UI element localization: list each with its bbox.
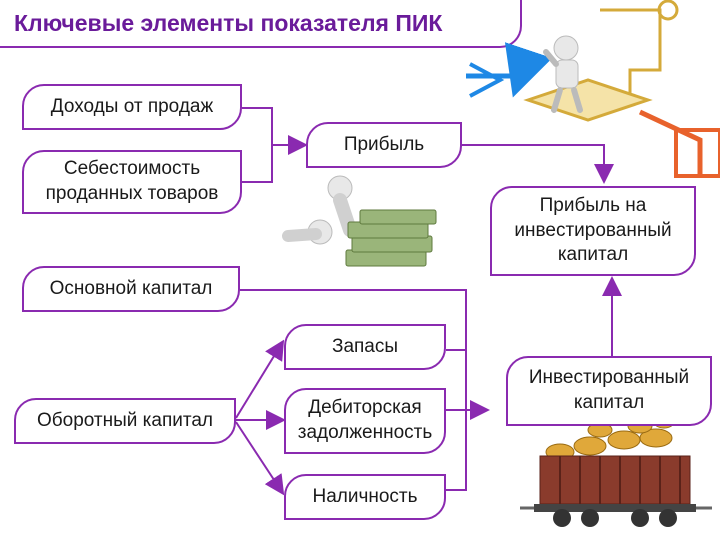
- receivables-label-line2: задолженность: [297, 422, 433, 443]
- invested-capital-box: Инвестированный капитал: [506, 356, 712, 426]
- cash-box: Наличность: [284, 474, 446, 520]
- inventory-label: Запасы: [331, 335, 399, 357]
- revenue-label: Доходы от продаж: [50, 95, 214, 117]
- working-capital-label: Оборотный капитал: [36, 409, 214, 431]
- roi-label-line2: инвестированный: [514, 219, 672, 241]
- invested-label-line1: Инвестированный: [528, 367, 690, 389]
- profit-label: Прибыль: [343, 133, 425, 155]
- cogs-label-line1: Себестоимость: [63, 158, 201, 180]
- people-money-illustration: [282, 175, 437, 267]
- working-capital-fan: [235, 339, 286, 496]
- receivables-label-line1: Дебиторская: [308, 397, 422, 419]
- title-banner: Ключевые элементы показателя ПИК: [0, 0, 522, 48]
- roi-box: Прибыль на инвестированный капитал: [490, 186, 696, 276]
- working-capital-box: Оборотный капитал: [14, 398, 236, 444]
- coin-wagon-illustration: [520, 415, 712, 527]
- receivables-box: Дебиторская задолженность: [284, 388, 446, 454]
- roi-label-line1: Прибыль на: [539, 194, 647, 216]
- roi-label-line3: капитал: [557, 244, 629, 266]
- cogs-label-line2: проданных товаров: [45, 183, 219, 204]
- fixed-capital-label: Основной капитал: [49, 277, 213, 299]
- cogs-box: Себестоимость проданных товаров: [22, 150, 242, 214]
- capital-bracket: [240, 289, 490, 491]
- revenue-box: Доходы от продаж: [22, 84, 242, 130]
- cash-label: Наличность: [312, 485, 418, 507]
- flowchart-illustration: [466, 0, 720, 178]
- page-title: Ключевые элементы показателя ПИК: [14, 10, 443, 36]
- profit-bracket: [242, 107, 308, 183]
- inventory-box: Запасы: [284, 324, 446, 370]
- fixed-capital-box: Основной капитал: [22, 266, 240, 312]
- profit-to-roi-arrow: [462, 144, 614, 184]
- profit-box: Прибыль: [306, 122, 462, 168]
- invested-label-line2: капитал: [573, 392, 645, 413]
